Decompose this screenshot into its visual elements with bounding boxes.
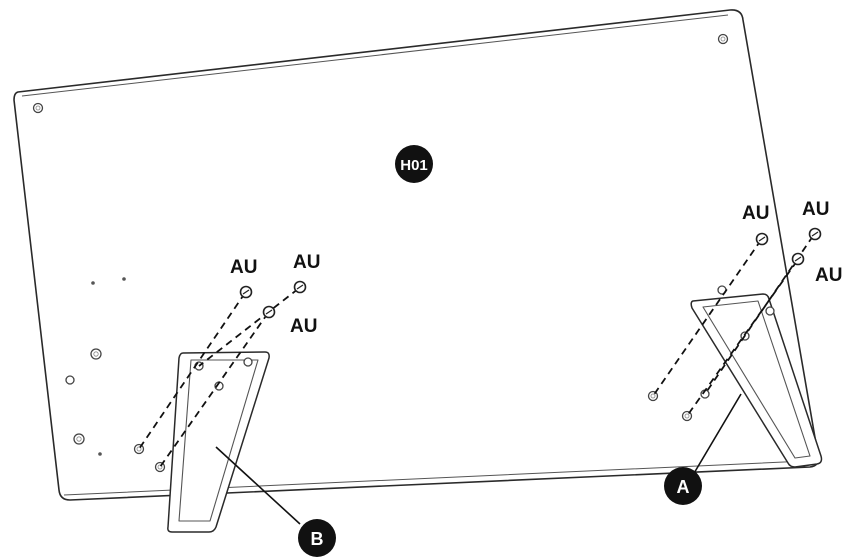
screw-guide-lines <box>138 235 814 468</box>
back-panel <box>13 9 820 501</box>
pilot-hole <box>122 277 126 281</box>
stand-b-badge: B <box>298 519 336 557</box>
stand-b-hole <box>243 357 253 367</box>
stand-b-label: B <box>311 529 324 549</box>
screw-label: AU <box>742 203 769 224</box>
panel-label: H01 <box>400 157 428 174</box>
pilot-hole <box>98 452 102 456</box>
screw-au <box>755 232 769 246</box>
screw-label: AU <box>815 265 842 286</box>
panel-hole <box>65 375 75 385</box>
screws <box>239 227 822 319</box>
leader-line-a <box>689 393 742 481</box>
panel-badge: H01 <box>395 145 433 183</box>
screw-au <box>808 227 822 241</box>
stand-b <box>167 351 270 533</box>
corner-hole-top-right <box>717 33 729 45</box>
screw-label: AU <box>290 316 317 337</box>
pilot-hole <box>91 281 95 285</box>
stand-a-hole <box>765 306 775 316</box>
stand-a-badge: A <box>664 467 702 505</box>
screw-au <box>791 252 805 266</box>
leader-line-b <box>215 446 301 525</box>
corner-hole-top-left <box>32 102 44 114</box>
screw-au <box>239 285 253 299</box>
panel-hole <box>73 433 85 445</box>
screw-label: AU <box>230 257 257 278</box>
screw-label: AU <box>802 199 829 220</box>
screw-au <box>262 305 276 319</box>
panel-hole <box>90 348 102 360</box>
stand-a-label: A <box>677 477 690 497</box>
screw-au <box>293 280 307 294</box>
screw-label: AU <box>293 252 320 273</box>
